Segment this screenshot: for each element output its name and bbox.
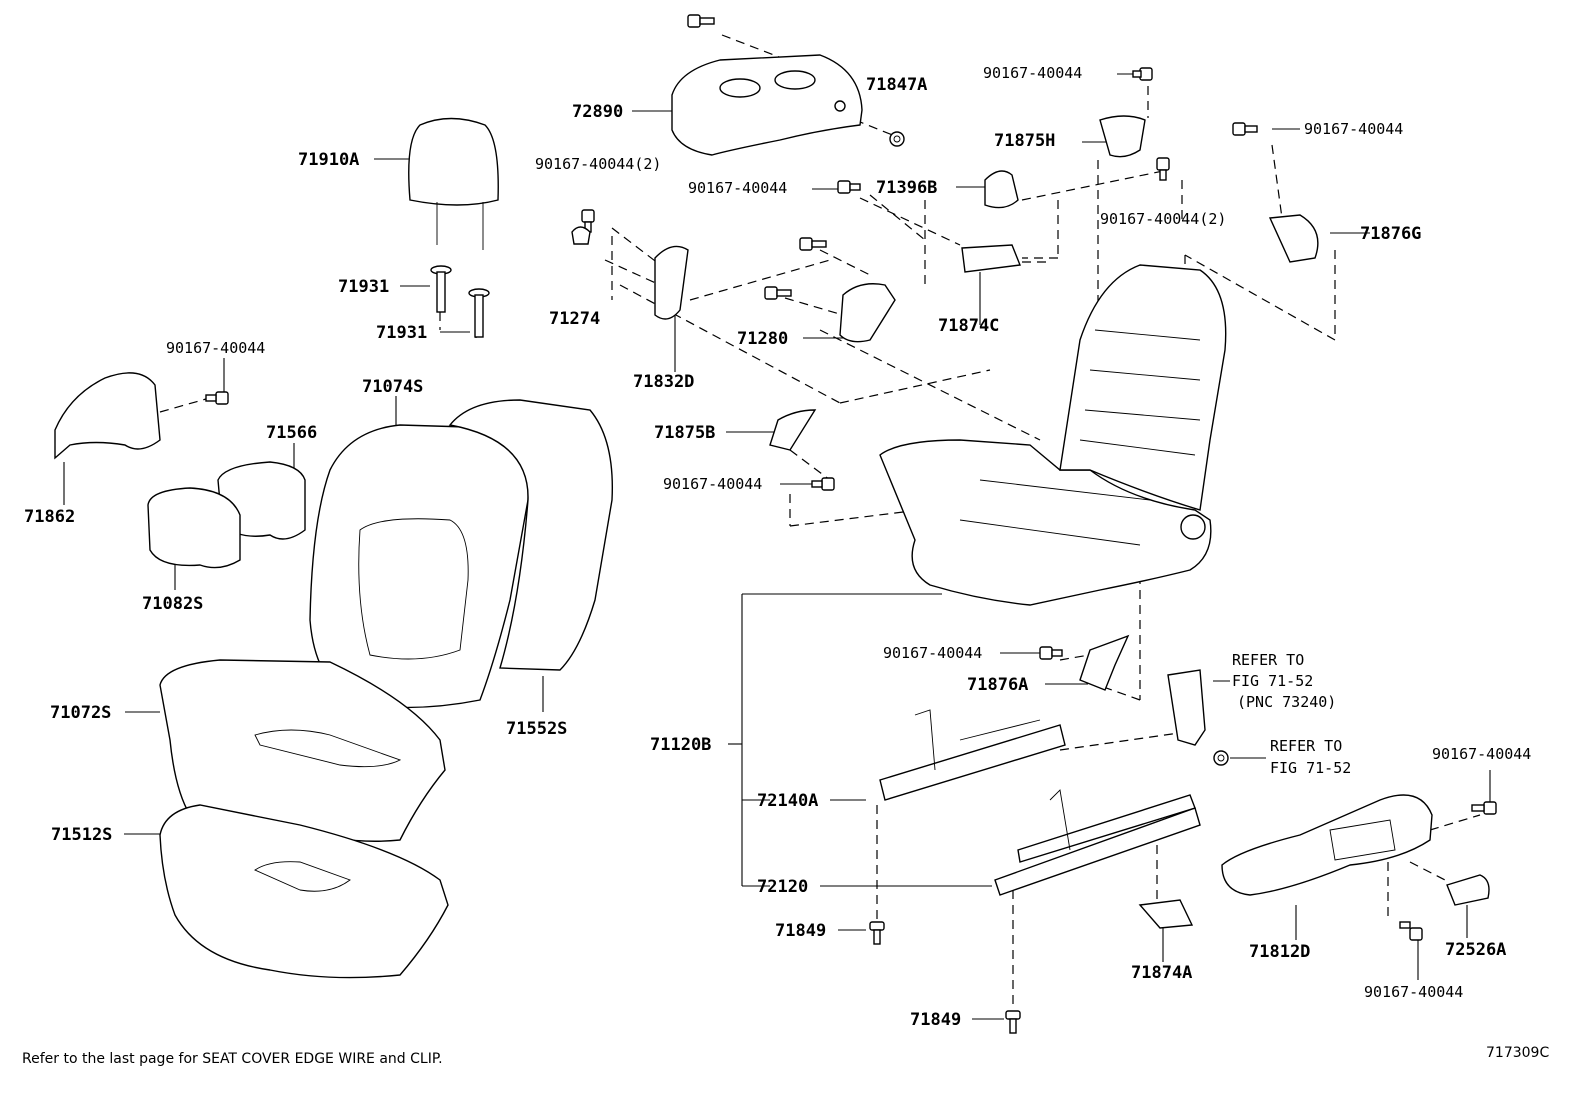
nut-icon: [889, 131, 905, 147]
label-71849-b: 71849: [910, 1010, 961, 1030]
bracket-drawing: [984, 170, 1019, 209]
seat-rail-drawing: [879, 709, 1066, 801]
label-72140A: 72140A: [757, 791, 818, 811]
refer-text-2a: REFER TO: [1270, 737, 1342, 755]
bracket-drawing: [1079, 634, 1130, 691]
figure-id: 717309C: [1486, 1045, 1549, 1061]
label-90167-875b: 90167-40044: [663, 475, 762, 493]
bolt-icon: [1132, 67, 1153, 81]
label-71120B: 71120B: [650, 735, 711, 755]
bolt-icon: [837, 180, 861, 194]
label-71280: 71280: [737, 329, 788, 349]
bracket-drawing: [769, 409, 817, 451]
parts: [54, 14, 1497, 1034]
label-72890: 72890: [572, 102, 623, 122]
bolt-icon: [687, 14, 715, 28]
label-71849-a: 71849: [775, 921, 826, 941]
bolt-icon: [1156, 157, 1170, 181]
seat-rail-drawing: [994, 789, 1201, 896]
label-90167-top: 90167-40044: [983, 64, 1082, 82]
label-71512S: 71512S: [51, 825, 112, 845]
armrest-lid-drawing: [671, 54, 863, 156]
knob-drawing: [1446, 874, 1490, 906]
pad-drawing: [147, 461, 306, 569]
refer-text-1a: REFER TO: [1232, 651, 1304, 669]
label-72526A: 72526A: [1445, 940, 1506, 960]
bolt-icon: [869, 921, 885, 945]
label-90167-876a: 90167-40044: [883, 644, 982, 662]
side-cover-drawing: [1221, 794, 1433, 896]
seatback-cover-drawing: [309, 424, 529, 709]
label-71862: 71862: [24, 507, 75, 527]
label-71931-a: 71931: [338, 277, 389, 297]
bracket-drawing: [1099, 115, 1146, 158]
seatback-pad-drawing: [448, 399, 614, 671]
bolt-icon: [811, 477, 835, 491]
label-90167-812: 90167-40044: [1432, 745, 1531, 763]
nut-icon: [1213, 750, 1229, 766]
bolt-icon: [1232, 122, 1258, 136]
bracket-drawing: [1268, 214, 1319, 263]
label-90167-right: 90167-40044: [1304, 120, 1403, 138]
bolt-icon: [1399, 921, 1423, 941]
refer-text-1c: (PNC 73240): [1237, 693, 1336, 711]
label-71910A: 71910A: [298, 150, 359, 170]
label-71876G: 71876G: [1360, 224, 1421, 244]
cap-icon: [571, 226, 591, 245]
footer-note: Refer to the last page for SEAT COVER ED…: [22, 1051, 443, 1067]
seatbelt-buckle-drawing: [1167, 669, 1206, 746]
label-71396B: 71396B: [876, 178, 937, 198]
label-71876A: 71876A: [967, 675, 1028, 695]
label-71566: 71566: [266, 423, 317, 443]
bolt-icon: [1005, 1010, 1021, 1034]
refer-text-2b: FIG 71-52: [1270, 759, 1351, 777]
label-71812D: 71812D: [1249, 942, 1310, 962]
label-71931-b: 71931: [376, 323, 427, 343]
label-90167-2a: 90167-40044(2): [535, 155, 661, 173]
side-shield-drawing: [54, 372, 161, 460]
label-90167-2b: 90167-40044(2): [1100, 210, 1226, 228]
bolt-icon: [581, 209, 595, 233]
label-90167-left: 90167-40044: [166, 339, 265, 357]
bracket-drawing: [1138, 899, 1194, 929]
bolt-icon: [799, 237, 827, 251]
label-71874C: 71874C: [938, 316, 999, 336]
bracket-drawing: [839, 283, 896, 343]
seat-frame-drawing: [879, 264, 1227, 606]
label-71274: 71274: [549, 309, 600, 329]
bolt-icon: [205, 391, 229, 405]
label-71832D: 71832D: [633, 372, 694, 392]
label-71082S: 71082S: [142, 594, 203, 614]
label-71074S: 71074S: [362, 377, 423, 397]
bracket-drawing: [961, 244, 1021, 273]
label-72120: 72120: [757, 877, 808, 897]
seat-cushion-pad-drawing: [159, 804, 449, 979]
part-labels: 72890 71847A 90167-40044 71875H 90167-40…: [24, 64, 1531, 1030]
label-71874A: 71874A: [1131, 963, 1192, 983]
label-90167-mid: 90167-40044: [688, 179, 787, 197]
headrest-guide-drawing: [430, 265, 490, 338]
headrest-drawing: [408, 117, 499, 250]
label-71072S: 71072S: [50, 703, 111, 723]
bracket-drawing: [654, 245, 689, 320]
label-90167-bottom: 90167-40044: [1364, 983, 1463, 1001]
bolt-icon: [1039, 646, 1063, 660]
label-71875B: 71875B: [654, 423, 715, 443]
label-71875H: 71875H: [994, 131, 1055, 151]
bolt-icon: [764, 286, 792, 300]
refer-text-1b: FIG 71-52: [1232, 672, 1313, 690]
label-71847A: 71847A: [866, 75, 927, 95]
label-71552S: 71552S: [506, 719, 567, 739]
bolt-icon: [1471, 801, 1497, 815]
